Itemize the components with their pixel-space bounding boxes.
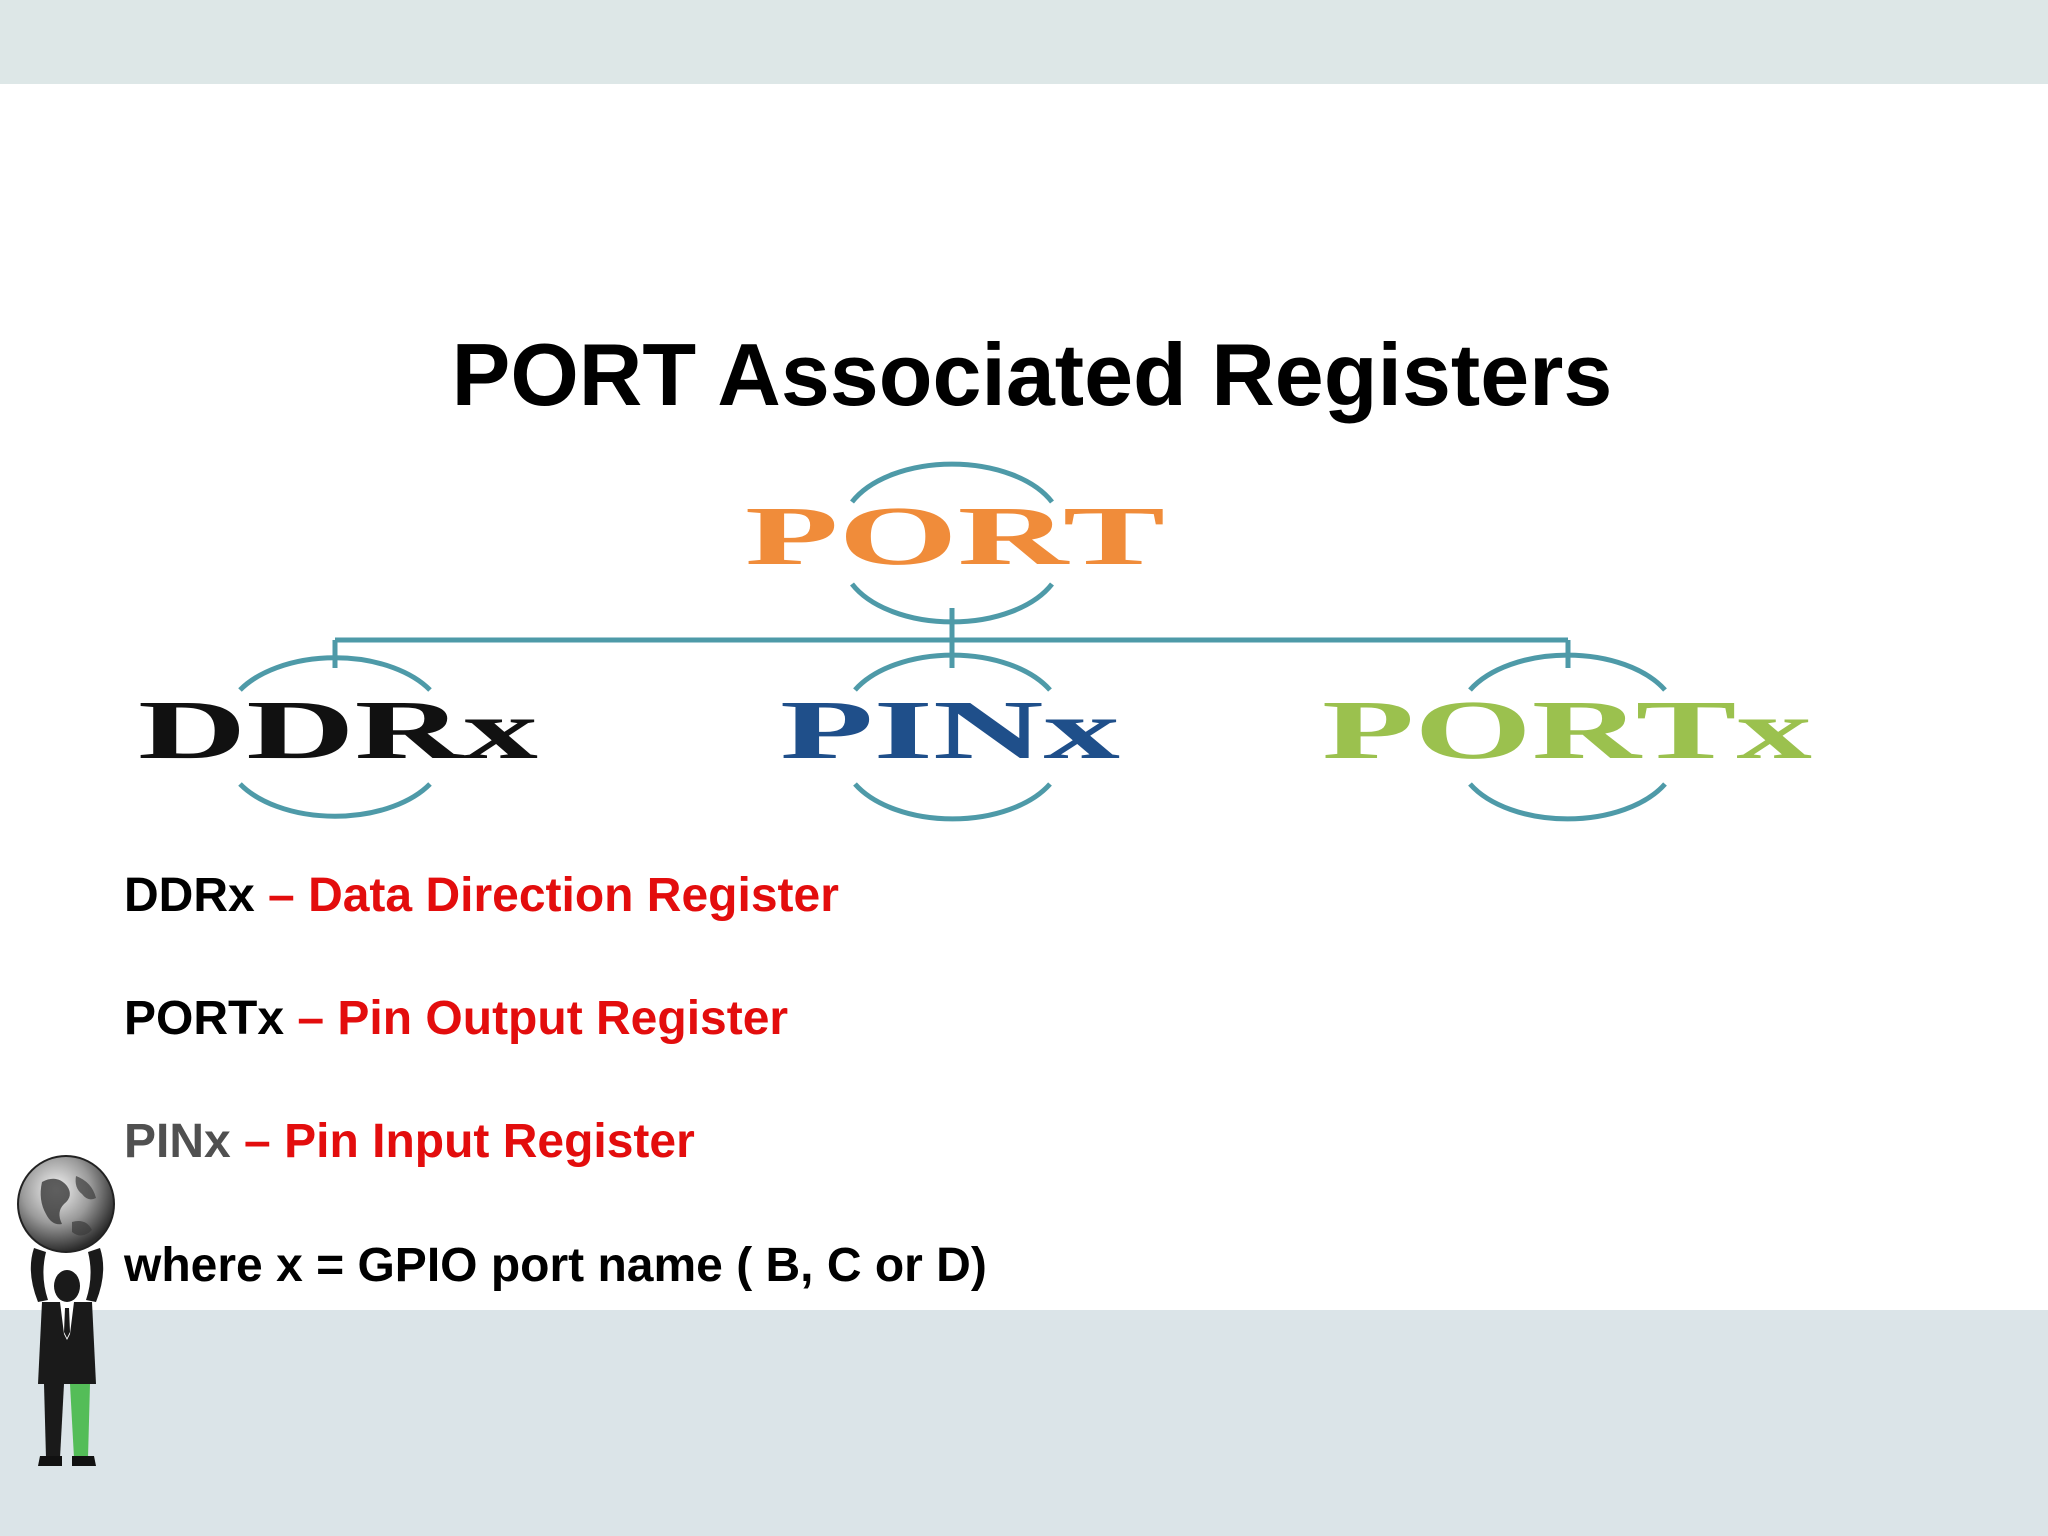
register-definitions: DDRx – Data Direction Register PORTx – P…: [124, 866, 839, 1235]
definition-ddrx: DDRx – Data Direction Register: [124, 866, 839, 926]
node-pinx: PINx: [780, 652, 1120, 822]
node-portx-label: PORTx: [1322, 684, 1812, 777]
definition-term: PINx: [124, 1115, 231, 1168]
slide-title: PORT Associated Registers: [451, 325, 1613, 424]
node-port-label: PORT: [745, 490, 1165, 583]
node-pinx-ring: [853, 652, 1052, 822]
definition-portx: PORTx – Pin Output Register: [124, 989, 839, 1049]
node-ddrx: DDRx: [138, 655, 538, 819]
definition-description: Data Direction Register: [308, 869, 839, 922]
node-pinx-label: PINx: [780, 684, 1120, 777]
definition-description: Pin Output Register: [337, 992, 789, 1045]
node-portx: PORTx: [1322, 652, 1812, 822]
node-ddrx-ring: [238, 655, 432, 819]
bottom-band: [0, 1310, 2048, 1536]
top-band: [0, 0, 2048, 84]
definition-separator: –: [230, 1115, 285, 1168]
definition-pinx: PINx – Pin Input Register: [124, 1112, 839, 1172]
node-port: PORT: [745, 461, 1165, 625]
definition-term: DDRx: [124, 869, 255, 922]
node-ddrx-label: DDRx: [138, 684, 538, 777]
port-register-diagram: PORT DDRx PINx PORTx: [138, 461, 1812, 822]
node-port-ring: [850, 461, 1054, 625]
definition-separator: –: [284, 992, 338, 1045]
gpio-port-note: where x = GPIO port name ( B, C or D): [124, 1239, 987, 1292]
person-holding-globe-icon: [17, 1155, 115, 1466]
definition-separator: –: [254, 869, 309, 922]
definition-description: Pin Input Register: [284, 1115, 695, 1168]
definition-term: PORTx: [124, 992, 285, 1045]
node-portx-ring: [1468, 652, 1667, 822]
connector-lines: [332, 608, 1571, 668]
